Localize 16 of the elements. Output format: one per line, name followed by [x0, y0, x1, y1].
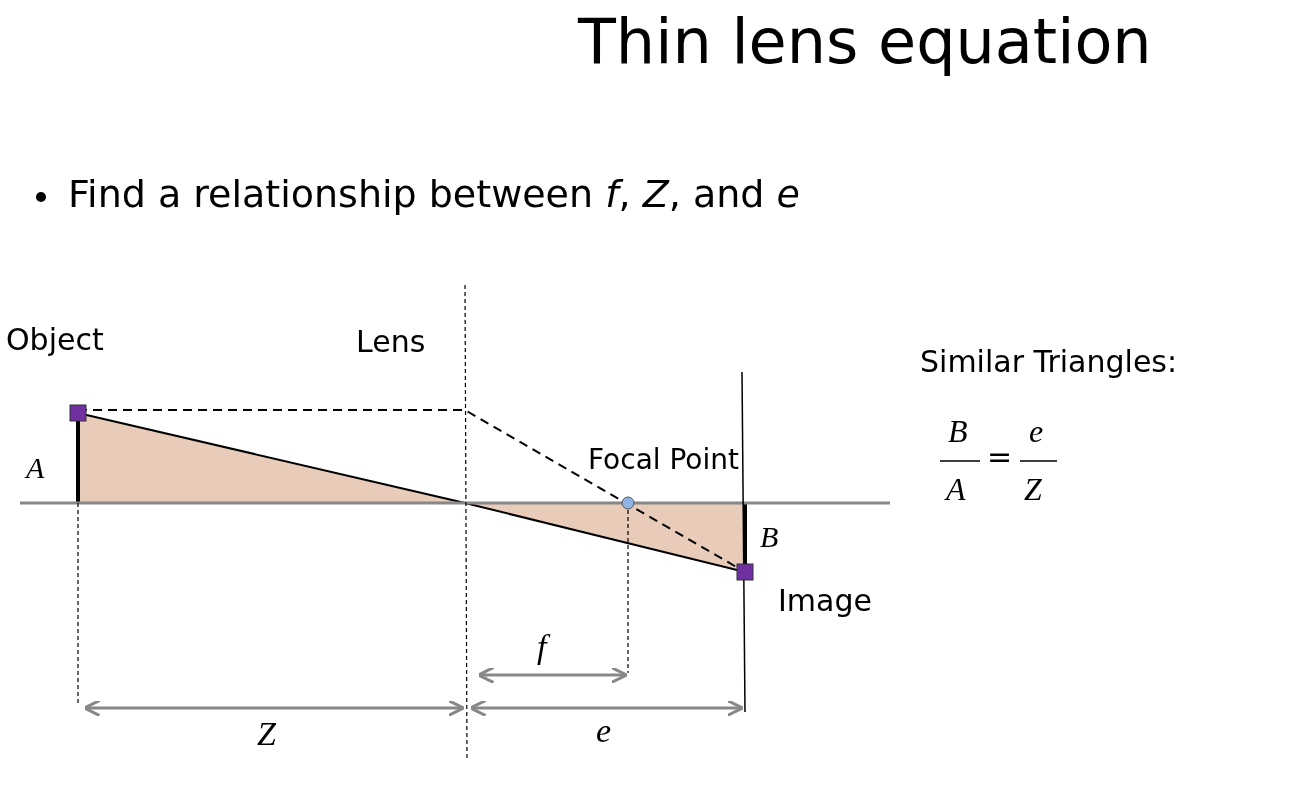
formula-term: e — [1029, 414, 1044, 450]
formula-term: Z — [1024, 472, 1042, 508]
part-label: Object — [6, 323, 104, 356]
formula-term: B — [948, 414, 968, 450]
variable-label: A — [26, 451, 45, 484]
part-label: Lens — [356, 325, 426, 358]
bullet-text: Find a relationship between f, Z, and e — [68, 174, 800, 216]
heading-text: Similar Triangles: — [920, 345, 1178, 378]
dimension-label: Z — [257, 715, 276, 753]
formula-term: A — [946, 472, 966, 508]
slide-title: Thin lens equation — [578, 8, 1152, 77]
part-label: Focal Point — [588, 445, 739, 476]
equals-sign: = — [987, 440, 1013, 473]
variable-label: B — [760, 520, 779, 553]
part-label: Image — [778, 584, 872, 617]
dimension-label: e — [596, 712, 612, 750]
